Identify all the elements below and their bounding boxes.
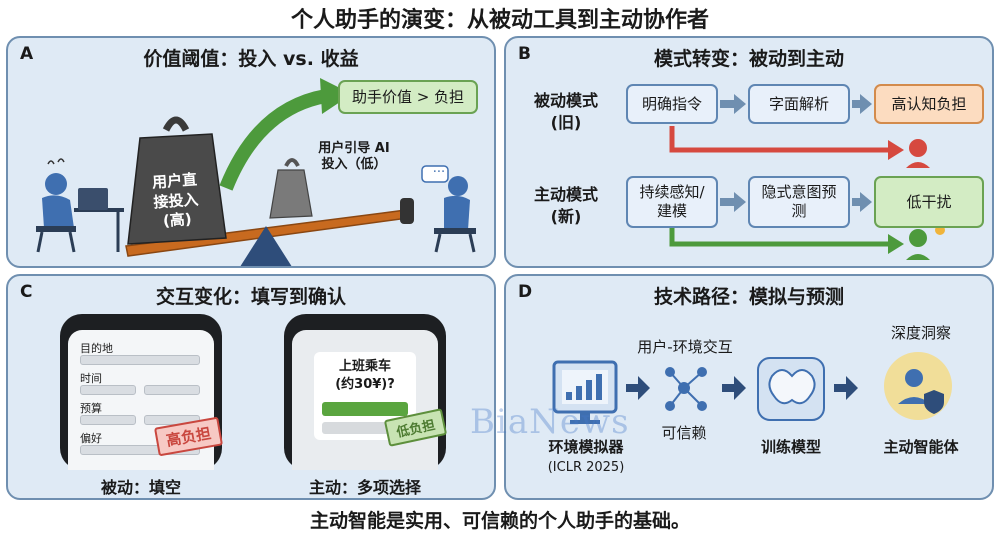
panel-a: A 价值阈值：投入 vs. 收益 (6, 36, 496, 268)
passive-mode-label: 被动模式 (旧) (514, 90, 618, 133)
relaxed-user-icon (400, 165, 476, 253)
passive-mode-label-line: (旧) (550, 112, 582, 132)
simulator-label: 环境模拟器 (548, 438, 624, 456)
active-step-low: 低干扰 (874, 176, 984, 228)
panel-b-heading: 模式转变：被动到主动 (653, 48, 844, 70)
reliable-label: 可信赖 (661, 424, 707, 442)
suggestion-text: (约30¥)? (335, 377, 395, 393)
passive-step-burden: 高认知负担 (874, 84, 984, 124)
frustrated-user-icon (906, 139, 930, 168)
train-label: 训练模型 (760, 438, 821, 456)
light-weight-icon (269, 158, 313, 219)
form-input[interactable] (80, 355, 200, 365)
passive-caption: 被动：填空 (100, 478, 181, 497)
happy-user-icon (906, 225, 945, 260)
panel-d: D 技术路径：模拟与预测 用户-环境交互 深度洞察 (504, 274, 994, 500)
form-input[interactable] (80, 445, 200, 455)
form-input[interactable] (80, 415, 136, 425)
form-label: 目的地 (80, 342, 113, 355)
active-phone: 上班乘车 (约30¥)? (284, 314, 446, 470)
active-mode-label-line: (新) (550, 206, 582, 226)
form-label: 时间 (80, 372, 102, 385)
panel-a-heading: 价值阈值：投入 vs. 收益 (143, 48, 359, 70)
network-icon (665, 367, 707, 411)
panel-a-letter: A (20, 44, 34, 64)
form-input[interactable] (144, 385, 200, 395)
iclr-label: (ICLR 2025) (547, 460, 625, 475)
seesaw-illustration (36, 78, 476, 266)
passive-mode-label-line: 被动模式 (533, 91, 598, 110)
panel-b: B 模式转变：被动到主动 被动模式 (旧) 主动模式 (新) 明确指令 字面解析… (504, 36, 994, 268)
panel-d-heading: 技术路径：模拟与预测 (653, 286, 844, 308)
light-weight-label-line: 用户引导 AI (318, 141, 390, 156)
form-input[interactable] (80, 385, 136, 395)
heavy-weight-icon (127, 116, 227, 245)
passive-step-literal: 字面解析 (748, 84, 850, 124)
active-step-sensing: 持续感知/建模 (626, 176, 718, 228)
suggestion-text: 上班乘车 (338, 359, 391, 374)
agent-shield-icon (884, 352, 952, 420)
page-title: 个人助手的演变：从被动工具到主动协作者 (290, 8, 709, 33)
confirm-button[interactable] (322, 402, 408, 416)
tech-path-illustration (552, 352, 952, 424)
value-bubble: 助手价值 > 负担 (338, 80, 478, 114)
passive-step-explicit: 明确指令 (626, 84, 718, 124)
brain-icon (757, 357, 825, 421)
light-weight-label-line: 投入（低） (321, 157, 387, 173)
agent-label: 主动智能体 (883, 438, 959, 456)
panel-c-heading: 交互变化：填写到确认 (155, 286, 346, 308)
interaction-label: 用户-环境交互 (637, 338, 733, 356)
active-mode-label: 主动模式 (新) (514, 184, 618, 227)
watermark: BiaNews (470, 402, 630, 442)
simulator-monitor-icon (552, 360, 618, 424)
active-mode-label-line: 主动模式 (533, 185, 598, 204)
stressed-user-icon (36, 158, 124, 253)
speech-bubble: ··· (432, 165, 446, 180)
light-weight-label: 用户引导 AI 投入（低） (304, 141, 404, 174)
form-label: 预算 (80, 402, 102, 415)
panel-c: C 交互变化：填写到确认 目的地 时间 预算 偏好 高负担 上班乘车 (约30¥… (6, 274, 496, 500)
insight-label: 深度洞察 (890, 324, 951, 342)
form-label: 偏好 (80, 432, 102, 445)
panel-d-letter: D (518, 282, 533, 302)
active-caption: 主动：多项选择 (308, 478, 421, 497)
active-step-intent: 隐式意图预测 (748, 176, 850, 228)
heavy-weight-label: 用户直 接投入 (高) (134, 169, 218, 233)
active-phone-screen: 上班乘车 (约30¥)? (292, 330, 438, 470)
panel-b-letter: B (518, 44, 531, 64)
mode-flow-arrows (669, 94, 945, 260)
panel-c-letter: C (20, 282, 33, 302)
footer-caption: 主动智能是实用、可信赖的个人助手的基础。 (309, 510, 690, 532)
